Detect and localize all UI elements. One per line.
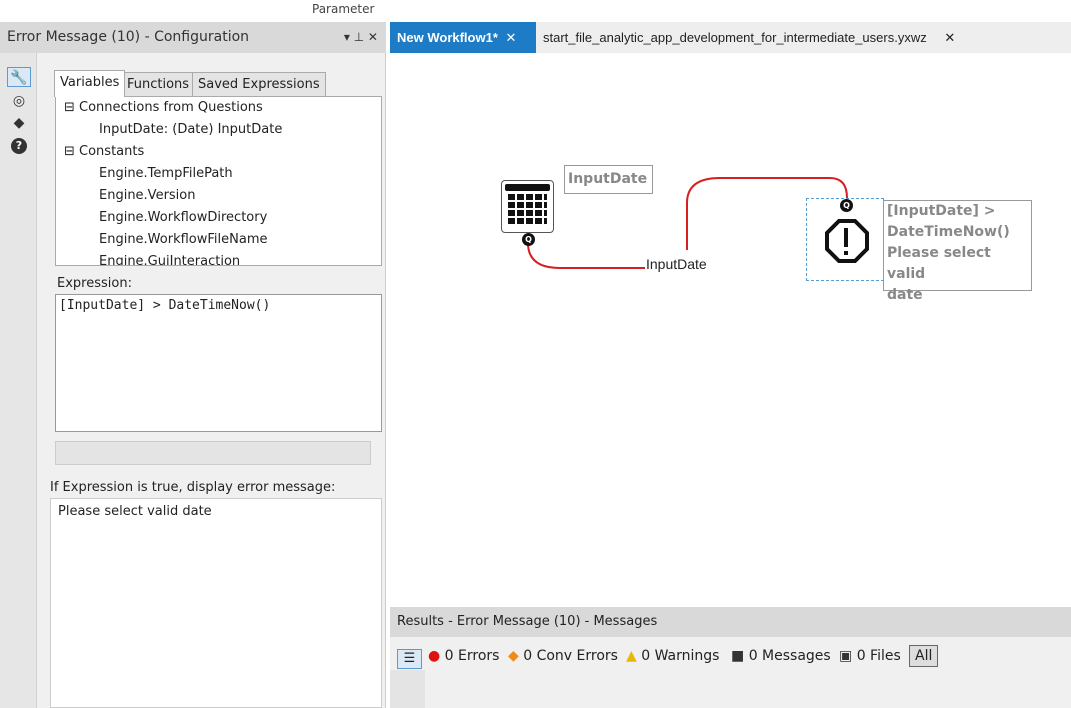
all-filter-button[interactable]: All <box>909 645 939 667</box>
tab-start-file[interactable]: start_file_analytic_app_development_for_… <box>543 30 956 45</box>
message-icon: ■ <box>731 648 745 664</box>
tree-node[interactable]: InputDate: (Date) InputDate <box>99 122 283 137</box>
question-anchor[interactable]: Q <box>522 233 535 246</box>
warning-icon: ▲ <box>626 648 637 664</box>
expression-editor[interactable]: [InputDate] > DateTimeNow() <box>55 294 382 432</box>
results-title: Results - Error Message (10) - Messages <box>390 607 1071 637</box>
error-annotation: [InputDate] >DateTimeNow()Please select … <box>883 200 1032 303</box>
question-anchor[interactable]: Q <box>840 199 853 212</box>
interface-icon[interactable]: ◎ <box>12 93 26 109</box>
error-octagon-icon <box>825 219 869 263</box>
results-body <box>390 670 1071 708</box>
files-filter[interactable]: ▣ 0 Files <box>839 648 901 664</box>
connection-label: InputDate <box>646 256 707 272</box>
wrench-icon[interactable]: 🔧 <box>7 67 31 87</box>
side-toolbar: 🔧 ◎ ◆ ? <box>0 53 37 708</box>
workflow-tabs: New Workflow1* ✕ start_file_analytic_app… <box>390 22 1071 53</box>
panel-title: Error Message (10) - Configuration ▾ ⊥ ✕ <box>0 22 386 53</box>
save-icon: ▣ <box>839 648 853 664</box>
tag-icon[interactable]: ◆ <box>13 115 25 131</box>
variables-tree[interactable]: ⊟ Connections from Questions InputDate: … <box>55 96 382 266</box>
conv-error-icon: ◆ <box>508 648 519 664</box>
tab-new-workflow[interactable]: New Workflow1* ✕ <box>390 22 536 53</box>
tree-node[interactable]: Engine.Version <box>99 188 196 203</box>
tree-node[interactable]: ⊟ Connections from Questions <box>64 100 263 115</box>
tree-node[interactable]: Engine.TempFilePath <box>99 166 233 181</box>
errors-filter[interactable]: ● 0 Errors <box>428 648 500 664</box>
close-icon[interactable]: ✕ <box>944 30 956 45</box>
message-label: If Expression is true, display error mes… <box>50 480 336 495</box>
tree-node[interactable]: Engine.WorkflowDirectory <box>99 210 268 225</box>
error-message-tool[interactable] <box>806 198 884 281</box>
error-message-input[interactable]: Please select valid date <box>50 498 382 708</box>
expression-status-bar <box>55 441 371 465</box>
tree-node[interactable]: ⊟ Constants <box>64 144 145 159</box>
results-toolbar: ☰ ● 0 Errors ◆ 0 Conv Errors ▲ 0 Warning… <box>390 637 1071 670</box>
close-icon[interactable]: ✕ <box>505 30 517 45</box>
top-strip: Parameter <box>0 0 1071 22</box>
warnings-filter[interactable]: ▲ 0 Warnings <box>626 648 720 664</box>
tree-node[interactable]: Engine.GuiInteraction <box>99 254 241 266</box>
tab-variables[interactable]: Variables <box>54 70 126 97</box>
expression-label: Expression: <box>57 276 132 291</box>
conv-errors-filter[interactable]: ◆ 0 Conv Errors <box>508 648 618 664</box>
error-icon: ● <box>428 648 441 664</box>
messages-filter[interactable]: ■ 0 Messages <box>731 648 831 664</box>
tab-saved-expressions[interactable]: Saved Expressions <box>192 72 326 97</box>
date-tool-icon[interactable] <box>501 180 554 233</box>
list-view-icon[interactable]: ☰ <box>397 649 422 669</box>
pin-close-icons[interactable]: ▾ ⊥ ✕ <box>343 30 378 44</box>
tree-node[interactable]: Engine.WorkflowFileName <box>99 232 268 247</box>
workflow-canvas[interactable]: Q InputDate InputDate Q [InputDate] >Dat… <box>390 53 1071 603</box>
tab-functions[interactable]: Functions <box>121 72 196 97</box>
date-annotation: InputDate <box>564 165 653 194</box>
parameter-label: Parameter <box>312 2 375 16</box>
connection-wires <box>527 177 848 269</box>
configuration-panel: Error Message (10) - Configuration ▾ ⊥ ✕… <box>0 22 386 708</box>
help-icon[interactable]: ? <box>7 135 31 155</box>
